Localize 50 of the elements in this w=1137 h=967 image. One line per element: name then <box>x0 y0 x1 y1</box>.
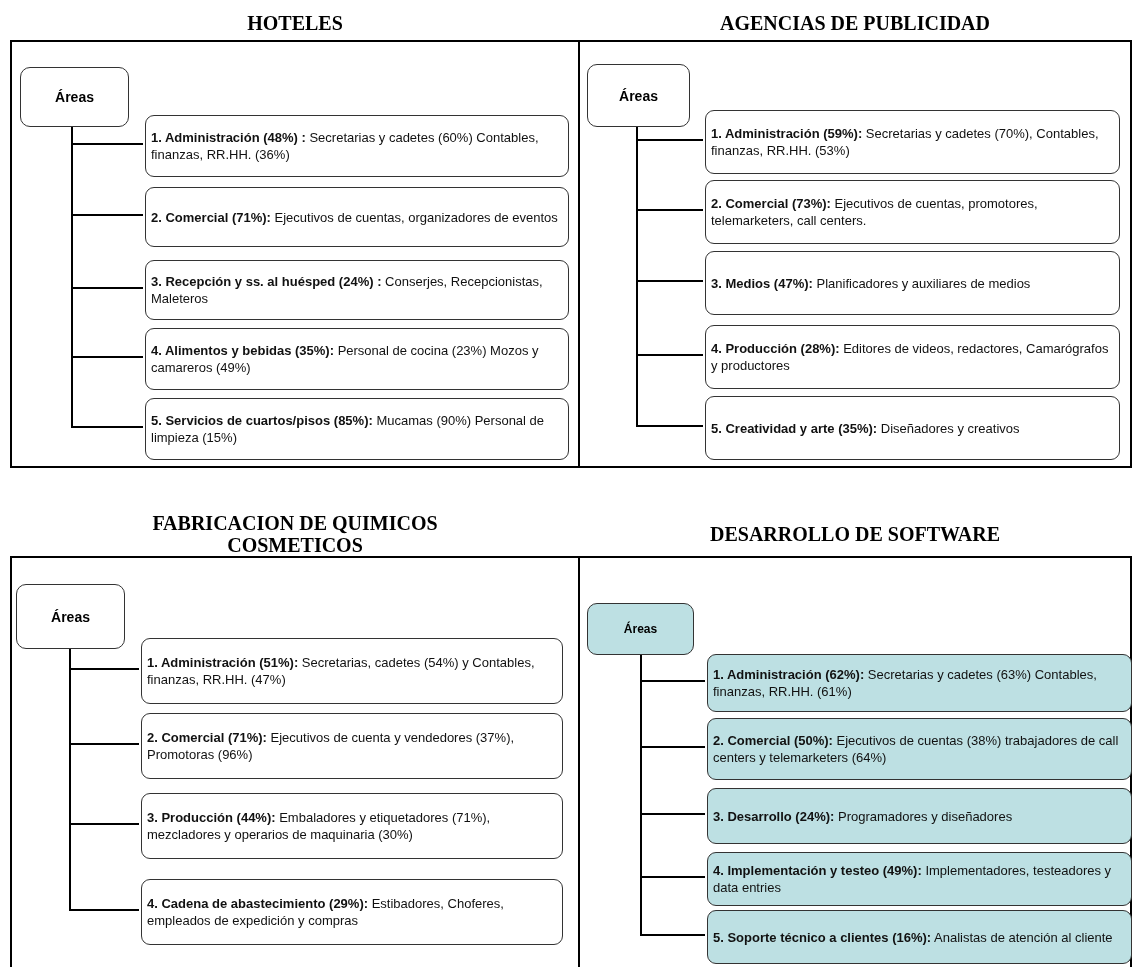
area-box <box>707 718 1132 780</box>
root-label: Áreas <box>55 89 94 105</box>
area-box <box>707 654 1132 712</box>
area-box <box>145 115 569 177</box>
root-label: Áreas <box>619 87 658 104</box>
area-description: 2. Comercial (50%): Ejecutivos de cuentas (38%) trabajadores de call centers y telemarketers (64%) <box>713 732 1120 766</box>
area-box <box>705 325 1120 389</box>
area-box <box>141 793 563 859</box>
panel-title: AGENCIAS DE PUBLICIDAD <box>719 11 990 34</box>
area-box <box>145 328 569 390</box>
panel-title: DESARROLLO DE SOFTWARE <box>709 523 1001 545</box>
area-description: 2. Comercial (73%): Ejecutivos de cuentas, promotores, telemarketers, call centers. <box>711 195 1039 229</box>
area-description: 3. Producción (44%): Embaladores y etiquetadores (71%), mezcladores y operarios de maquinaria (30%) <box>147 809 492 843</box>
area-description: 1. Administración (51%): Secretarias, cadetes (54%) y Contables, finanzas, RR.HH. (47%) <box>147 654 536 688</box>
area-box <box>705 251 1120 315</box>
root-box <box>587 64 690 127</box>
root-box <box>20 67 129 127</box>
area-description: 2. Comercial (71%): Ejecutivos de cuentas, organizadores de eventos <box>151 208 558 226</box>
area-description: 5. Servicios de cuartos/pisos (85%): Mucamas (90%) Personal de limpieza (15%) <box>151 412 546 446</box>
area-box <box>707 788 1132 844</box>
area-description: 1. Administración (59%): Secretarias y cadetes (70%), Contables, finanzas, RR.HH. (53%) <box>711 125 1100 159</box>
root-box <box>16 584 125 649</box>
root-label: Áreas <box>623 622 658 636</box>
area-description: 5. Creatividad y arte (35%): Diseñadores y creativos <box>711 419 1020 437</box>
area-description: 4. Implementación y testeo (49%): Implementadores, testeadores y data entries <box>713 862 1113 896</box>
area-description: 1. Administración (62%): Secretarias y cadetes (63%) Contables, finanzas, RR.HH. (61%) <box>713 666 1098 700</box>
area-description: 4. Alimentos y bebidas (35%): Personal de cocina (23%) Mozos y camareros (49%) <box>151 342 540 376</box>
root-box <box>587 603 694 655</box>
area-description: 3. Recepción y ss. al huésped (24%) : Conserjes, Recepcionistas, Maleteros <box>151 273 544 307</box>
area-description: 2. Comercial (71%): Ejecutivos de cuenta y vendedores (37%), Promotoras (96%) <box>147 729 516 763</box>
area-box <box>141 638 563 704</box>
panel-title: HOTELES <box>247 11 343 34</box>
area-box <box>145 260 569 320</box>
area-description: 1. Administración (48%) : Secretarias y cadetes (60%) Contables, finanzas, RR.HH. (36%) <box>151 129 540 163</box>
area-box <box>705 180 1120 244</box>
panel-title: FABRICACION DE QUIMICOS COSMETICOS <box>151 512 439 556</box>
area-box <box>707 852 1132 906</box>
area-box <box>141 879 563 945</box>
area-description: 3. Desarrollo (24%): Programadores y diseñadores <box>713 807 1013 825</box>
area-description: 3. Medios (47%): Planificadores y auxiliares de medios <box>711 274 1031 292</box>
area-description: 4. Producción (28%): Editores de videos, redactores, Camarógrafos y productores <box>711 340 1110 374</box>
area-box <box>707 910 1132 964</box>
area-box <box>145 187 569 247</box>
area-box <box>705 396 1120 460</box>
area-description: 5. Soporte técnico a clientes (16%): Analistas de atención al cliente <box>713 928 1113 946</box>
area-box <box>145 398 569 460</box>
area-description: 4. Cadena de abastecimiento (29%): Estibadores, Choferes, empleados de expedición y compras <box>147 895 505 929</box>
area-box <box>141 713 563 779</box>
area-box <box>705 110 1120 174</box>
root-label: Áreas <box>51 608 90 625</box>
